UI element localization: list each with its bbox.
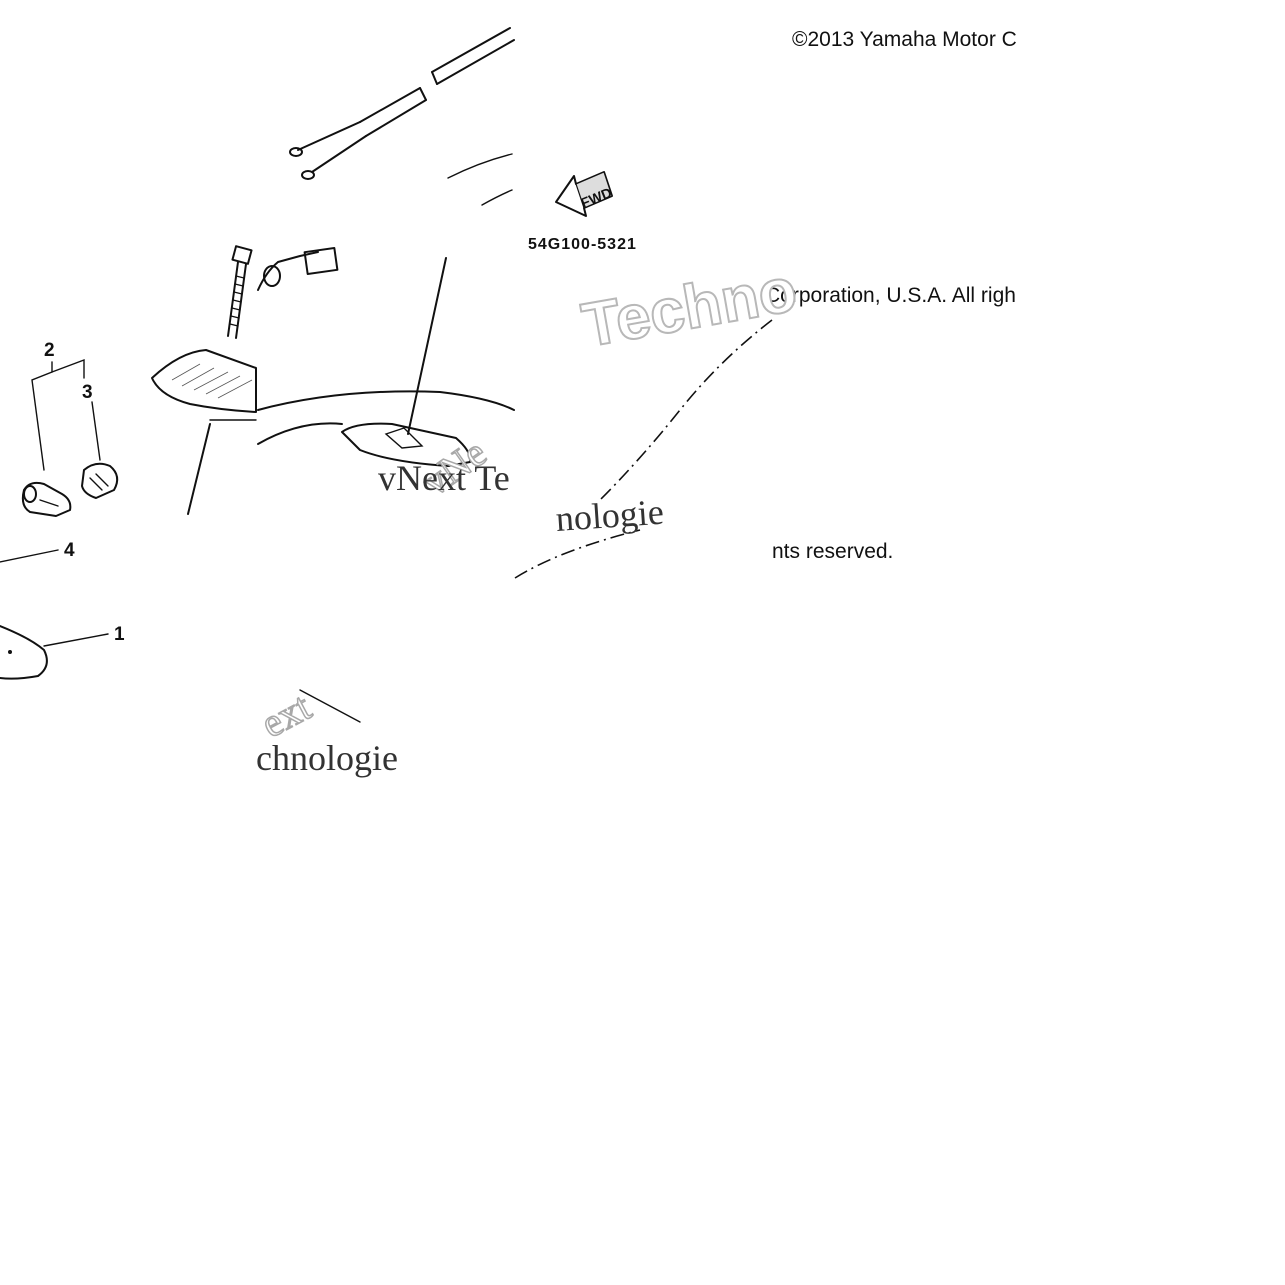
recess-pocket [341, 257, 472, 467]
bolt-icon [227, 245, 253, 339]
copyright-line-2: Corporation, U.S.A. All righ [765, 284, 1016, 307]
hull-curve-top [447, 153, 513, 179]
leader-2 [31, 361, 53, 471]
connector-icon [257, 247, 339, 291]
part-code: 54G100-5321 [528, 236, 637, 253]
watermark-ext: ext [254, 684, 318, 747]
watermark-chnologie: chnologie [256, 738, 398, 778]
hull-curve-top-2 [481, 189, 513, 206]
leader-3 [91, 401, 101, 461]
hull-edge-lower [299, 689, 361, 723]
leader-2-branch [51, 358, 85, 379]
hull-top-line [257, 390, 515, 411]
lens-part [0, 625, 48, 680]
watermark-nologie: nologie [554, 492, 665, 539]
hull-side-line [257, 422, 343, 445]
cover-plate [151, 349, 257, 515]
copyright-line-1: ©2013 Yamaha Motor C [792, 28, 1017, 51]
callout-1: 1 [114, 624, 125, 645]
watermark-techno: Techno [577, 255, 802, 360]
callout-4: 4 [64, 540, 75, 561]
bulb-icon [81, 462, 119, 499]
watermark-vnext: vNext Te [378, 458, 510, 498]
fwd-arrow-icon: FWD [555, 171, 614, 217]
leader-4 [0, 549, 59, 563]
hull-dashed-line [599, 319, 773, 501]
wire-harness [289, 27, 515, 180]
socket-icon [21, 481, 72, 517]
leader-1 [43, 633, 109, 647]
hull-dashed-lower [514, 529, 641, 579]
copyright-line-3: nts reserved. [772, 540, 893, 563]
callout-2: 2 [44, 340, 55, 361]
callout-3: 3 [82, 382, 93, 403]
